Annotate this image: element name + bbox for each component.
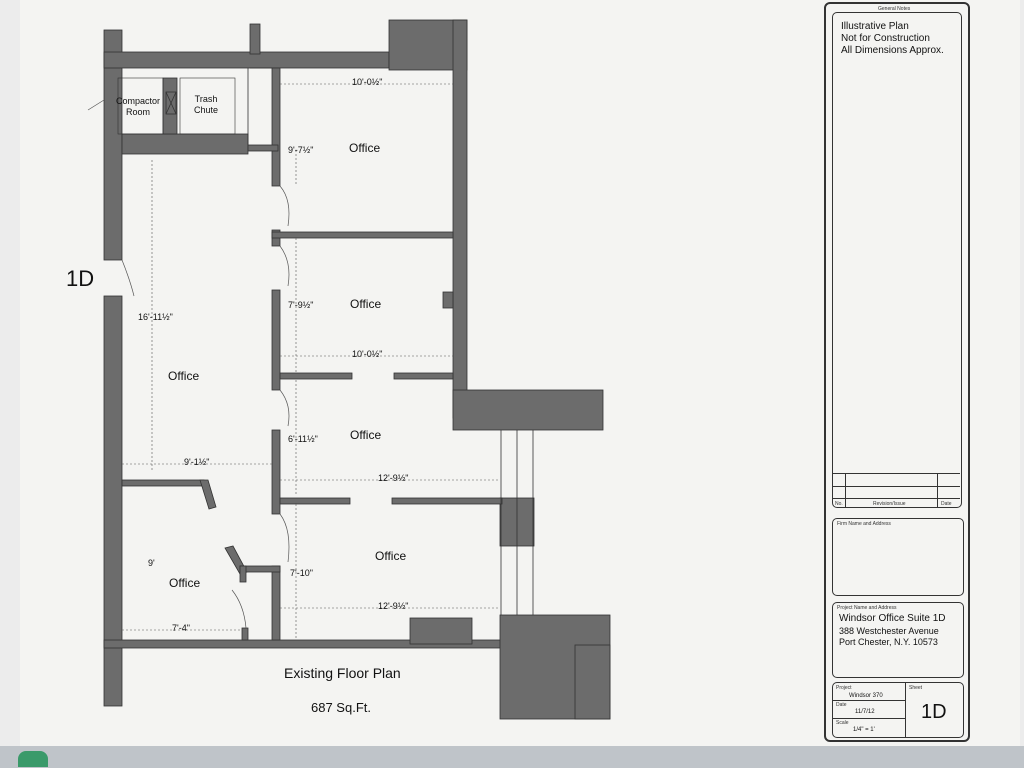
hwall-2 <box>279 372 353 380</box>
hwall-4 <box>279 497 351 505</box>
note-line: Not for Construction <box>841 33 930 44</box>
column-bottom-left <box>409 617 473 645</box>
partition-4 <box>271 429 281 515</box>
room-label-office-6: Office <box>169 576 201 590</box>
room-label-office-3: Office <box>168 369 200 383</box>
title-block: General Notes Illustrative Plan Not for … <box>824 2 970 742</box>
revision-table: No. Revision/Issue Date <box>833 473 960 508</box>
dimension-label: 6'-11½" <box>288 434 318 444</box>
dimension-label: 7'-4" <box>172 623 190 633</box>
dimension-label: 7'-10" <box>290 568 313 578</box>
drawing-label: 1D <box>66 266 95 291</box>
hwall-3 <box>393 372 454 380</box>
hwall-1 <box>271 231 454 239</box>
project-code: Windsor 370 <box>849 693 883 699</box>
room-label-trash-chute: Trash Chute <box>193 94 219 115</box>
project-box: Project Name and Address Windsor Office … <box>832 602 964 678</box>
wall-compactor-bottom <box>121 133 249 155</box>
pier-1 <box>442 291 454 309</box>
dimension-label: 9'-1½" <box>184 457 210 467</box>
angled-wall-1 <box>199 479 217 510</box>
room-label-office-2: Office <box>350 297 382 311</box>
hwall-6 <box>121 479 205 487</box>
partition-5 <box>271 565 281 641</box>
dimension-label: 12'-9½" <box>378 601 409 611</box>
wall-left <box>103 295 123 707</box>
project-small-label: Project <box>836 685 852 691</box>
wall-step-low <box>574 644 611 720</box>
dimension-label: 10'-0½" <box>352 77 383 87</box>
dimension-label: 12'-9½" <box>378 473 409 483</box>
scale-label: Scale <box>836 720 849 726</box>
room-label-office-4: Office <box>350 428 382 442</box>
sheet-label: Sheet <box>909 685 923 691</box>
hwall-5 <box>391 497 503 505</box>
wall-top-stub <box>249 23 261 55</box>
hwall-top-office <box>247 144 279 152</box>
note-line: Illustrative Plan <box>841 21 909 32</box>
project-line: 388 Westchester Avenue <box>839 626 939 636</box>
rev-date-label: Date <box>941 501 952 507</box>
dimension-label: 9'-7½" <box>288 145 314 155</box>
project-line: Windsor Office Suite 1D <box>839 613 946 624</box>
wall-right <box>452 19 468 419</box>
date-value: 11/7/12 <box>855 709 875 715</box>
general-notes-label: General Notes <box>878 6 911 12</box>
partition-3 <box>271 289 281 391</box>
dimension-label: 16'-11½" <box>138 312 173 322</box>
scale-value: 1/4" = 1' <box>853 727 875 733</box>
project-line: Port Chester, N.Y. 10573 <box>839 637 938 647</box>
date-label: Date <box>836 702 847 708</box>
closet-stub <box>239 565 247 583</box>
rev-issue-label: Revision/Issue <box>873 501 906 507</box>
project-label: Project Name and Address <box>837 605 897 611</box>
room-label-office-1: Office <box>349 141 381 155</box>
sheet-info-box: Project Windsor 370 Date 11/7/12 Scale 1… <box>832 682 964 738</box>
plan-caption: Existing Floor Plan <box>284 665 401 681</box>
rev-no-label: No. <box>835 501 843 507</box>
note-line: All Dimensions Approx. <box>841 45 944 56</box>
notes-box: Illustrative Plan Not for Construction A… <box>832 12 962 508</box>
wall-top <box>103 51 390 69</box>
firm-box: Firm Name and Address <box>832 518 964 596</box>
plan-area: 687 Sq.Ft. <box>311 700 371 715</box>
partition-1 <box>271 67 281 187</box>
stub-bottom <box>241 627 249 641</box>
firm-label: Firm Name and Address <box>837 521 891 527</box>
dimension-label: 10'-0½" <box>352 349 383 359</box>
room-label-office-5: Office <box>375 549 407 563</box>
room-label-compactor: Compactor Room <box>116 96 161 117</box>
wall-right-step <box>452 389 604 431</box>
dimension-label: 9' <box>148 558 155 568</box>
app-icon[interactable] <box>18 751 48 767</box>
sheet-number: 1D <box>921 701 947 723</box>
taskbar <box>0 746 1024 768</box>
dimension-label: 7'-9½" <box>288 300 314 310</box>
